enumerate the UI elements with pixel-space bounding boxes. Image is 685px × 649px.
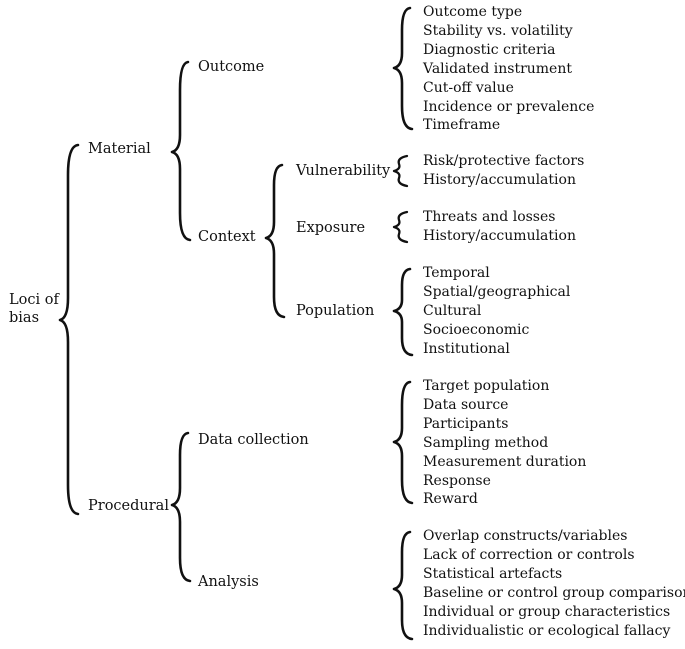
list-item: Temporal	[423, 265, 490, 281]
list-item: Institutional	[423, 340, 510, 357]
list-item: Stability vs. volatility	[423, 22, 573, 39]
vulnerability-items-brace	[392, 154, 409, 188]
list-item: Incidence or prevalence	[423, 98, 595, 115]
list-item: Response	[423, 472, 491, 489]
list-item: Overlap constructs/variables	[423, 528, 628, 544]
list-item: Sampling method	[423, 434, 549, 451]
list-item: Statistical artefacts	[423, 565, 563, 582]
list-item: Individualistic or ecological fallacy	[423, 622, 671, 639]
list-item: Baseline or control group comparison	[423, 584, 685, 601]
list-item: Threats and losses	[423, 209, 556, 225]
list-item: Participants	[423, 415, 509, 432]
root-label-line-1: Loci of	[9, 292, 59, 308]
exposure-label: Exposure	[296, 220, 366, 236]
exposure-items-brace	[392, 210, 409, 244]
analysis-items: Overlap constructs/variables Lack of cor…	[423, 527, 685, 640]
list-item: Socioeconomic	[423, 321, 530, 338]
vulnerability-label: Vulnerability	[296, 163, 391, 179]
data-collection-items: Target population Data source Participan…	[423, 377, 586, 509]
material-label: Material	[88, 141, 151, 157]
outcome-items: Outcome type Stability vs. volatility Di…	[423, 3, 594, 135]
population-items-brace	[392, 267, 414, 357]
data-collection-label: Data collection	[198, 432, 309, 448]
context-brace	[264, 163, 286, 319]
list-item: Timeframe	[423, 117, 501, 134]
population-label: Population	[296, 303, 375, 319]
list-item: Validated instrument	[423, 60, 572, 77]
list-item: Cut-off value	[423, 79, 514, 96]
list-item: Risk/protective factors	[423, 153, 585, 169]
root-brace	[58, 143, 80, 516]
list-item: History/accumulation	[423, 171, 576, 188]
list-item: Target population	[423, 378, 550, 394]
outcome-label: Outcome	[198, 59, 265, 75]
list-item: Lack of correction or controls	[423, 546, 635, 563]
list-item: Reward	[423, 491, 478, 508]
list-item: Data source	[423, 396, 509, 413]
context-label: Context	[198, 229, 256, 245]
data-collection-items-brace	[392, 380, 414, 505]
root-label: Loci of bias	[9, 291, 59, 327]
vulnerability-items: Risk/protective factors History/accumula…	[423, 152, 584, 190]
list-item: History/accumulation	[423, 227, 576, 244]
outcome-items-brace	[392, 6, 414, 131]
procedural-brace	[170, 431, 192, 583]
analysis-items-brace	[392, 530, 414, 641]
population-items: Temporal Spatial/geographical Cultural S…	[423, 264, 570, 359]
analysis-label: Analysis	[198, 574, 259, 590]
list-item: Spatial/geographical	[423, 283, 571, 300]
list-item: Diagnostic criteria	[423, 41, 556, 58]
root-label-line-2: bias	[9, 310, 40, 326]
list-item: Cultural	[423, 302, 482, 319]
list-item: Outcome type	[423, 4, 523, 20]
list-item: Individual or group characteristics	[423, 603, 671, 620]
list-item: Measurement duration	[423, 453, 587, 470]
procedural-label: Procedural	[88, 498, 169, 514]
exposure-items: Threats and losses History/accumulation	[423, 208, 576, 246]
material-brace	[170, 60, 192, 242]
